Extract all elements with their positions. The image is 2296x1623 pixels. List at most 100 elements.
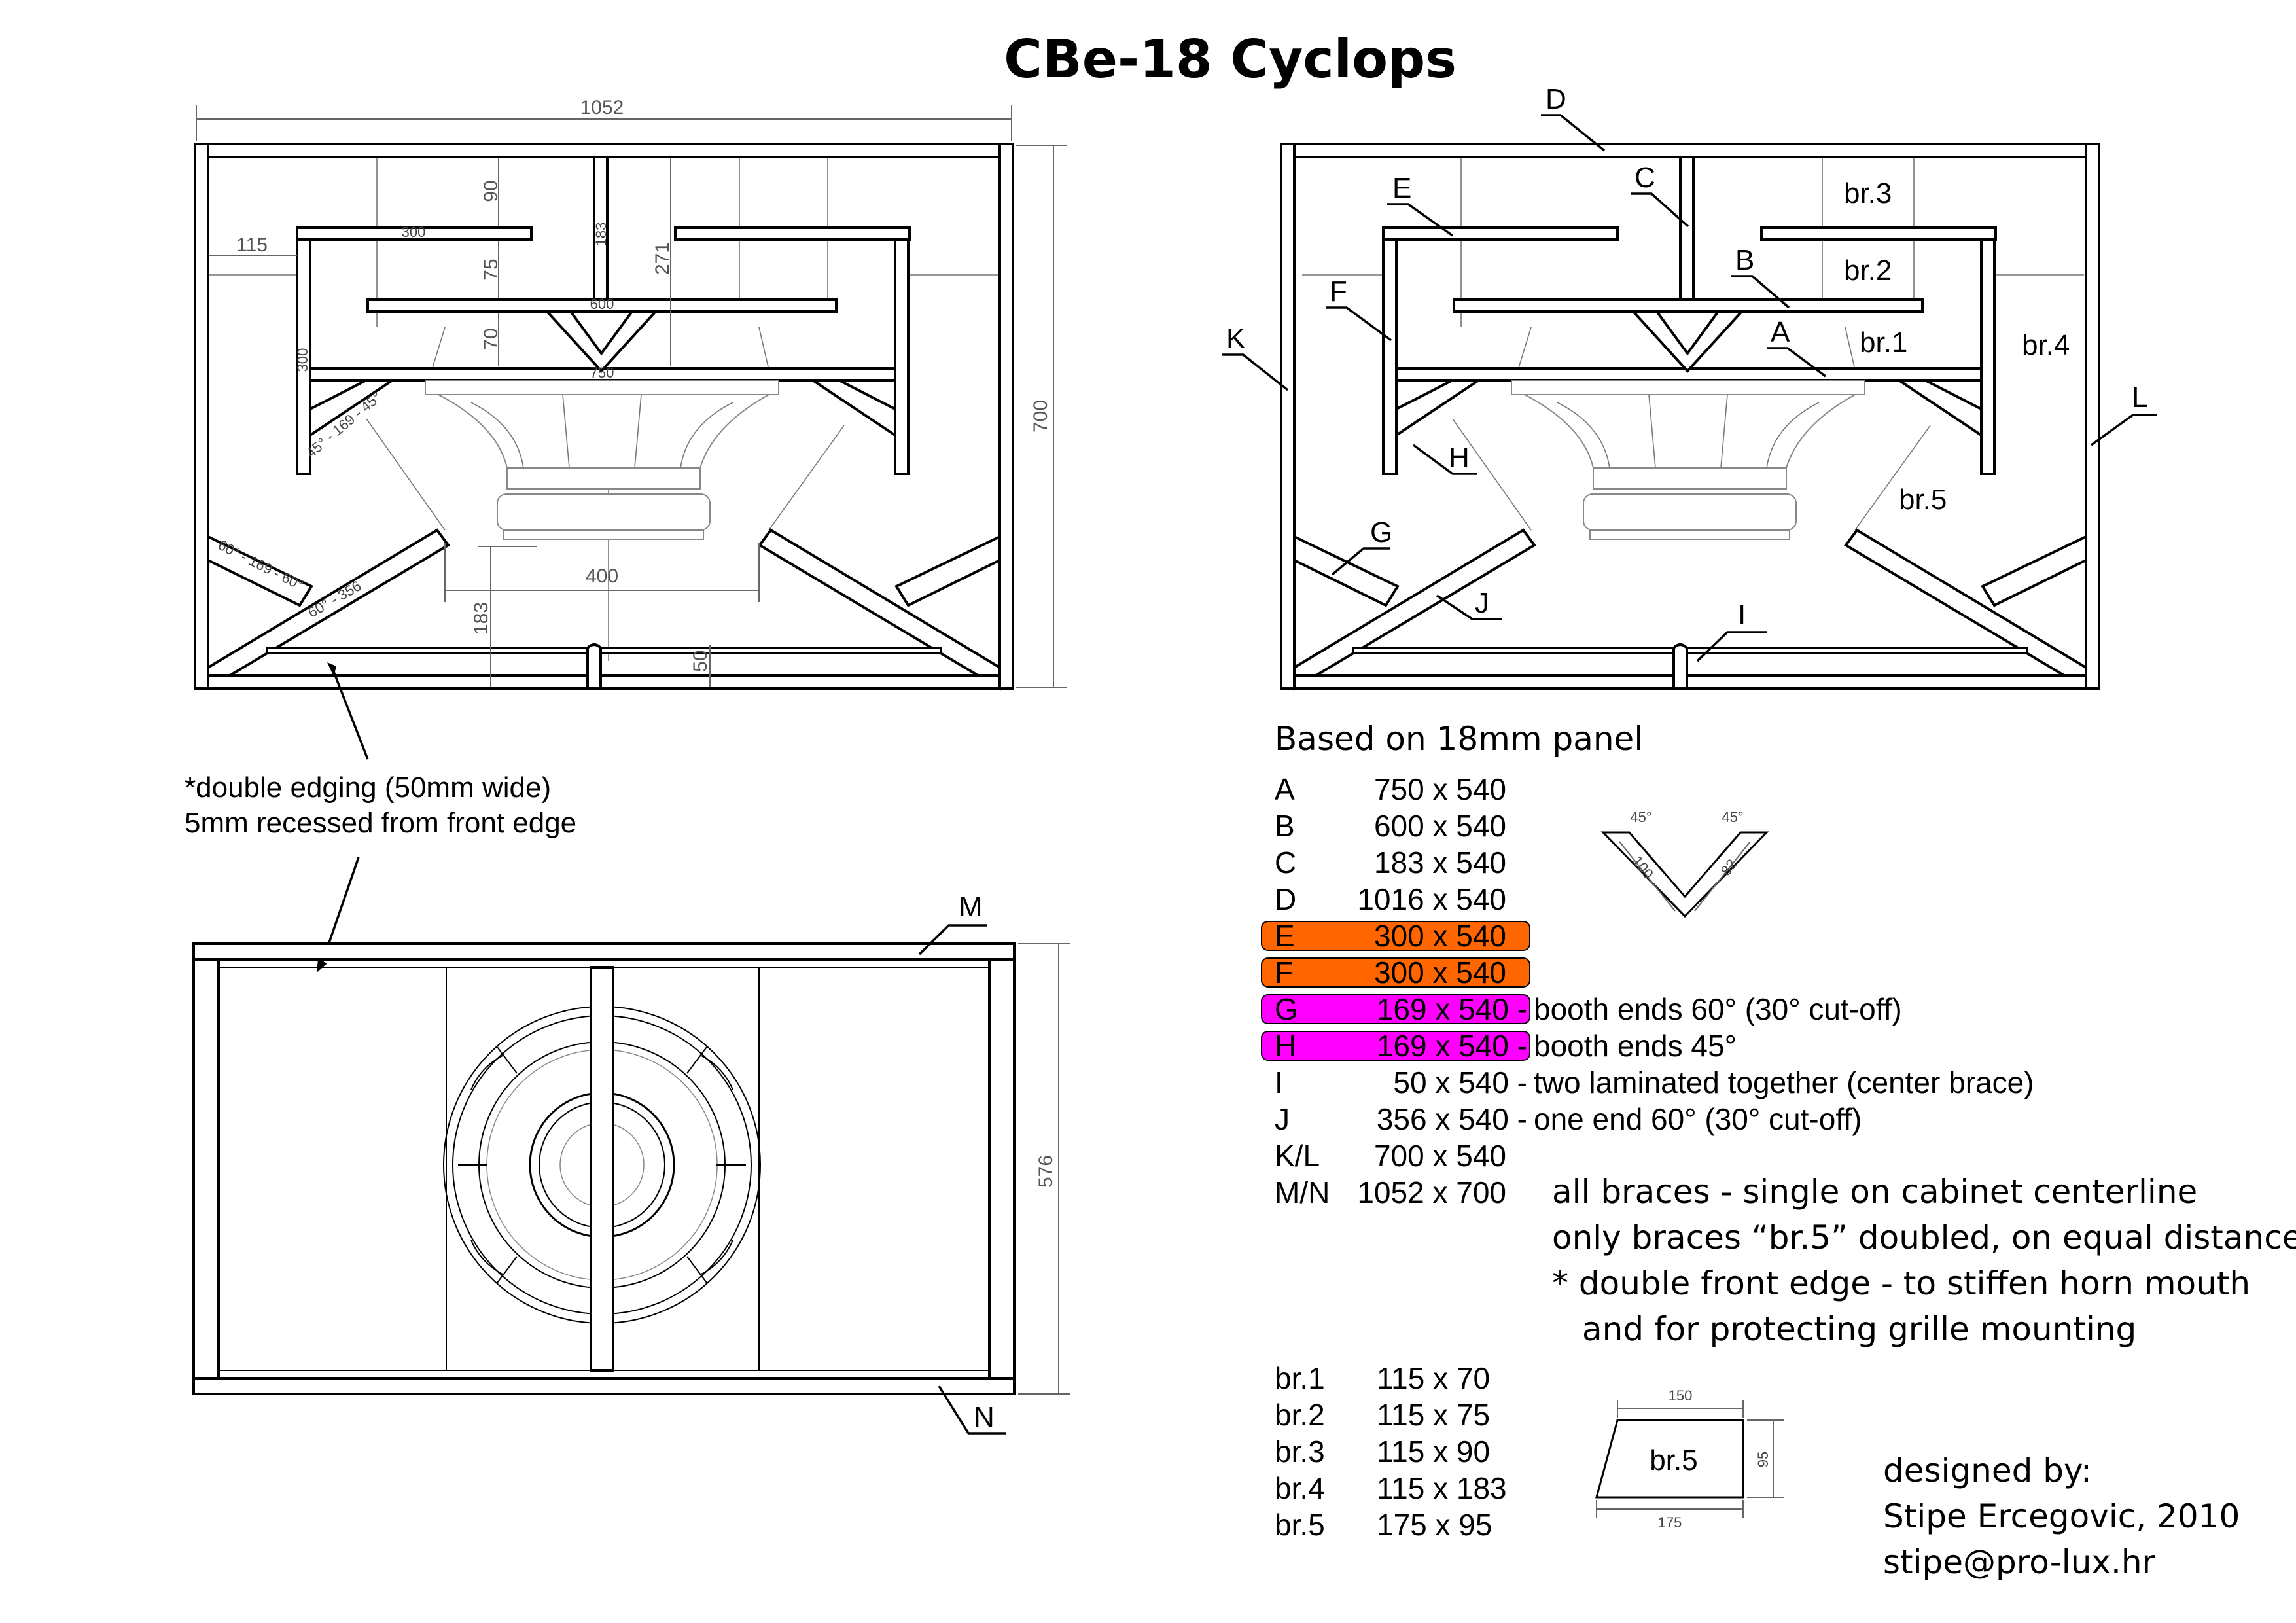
brace-note-2: only braces “br.5” doubled, on equal dis…	[1552, 1219, 2296, 1257]
svg-text:750 x 540: 750 x 540	[1374, 772, 1506, 806]
label-a: A	[1771, 316, 1790, 348]
br5-dim-bottom: 175	[1658, 1514, 1682, 1531]
svg-text:50 x 540 -: 50 x 540 -	[1393, 1065, 1527, 1099]
dim-50: 50	[690, 650, 711, 671]
driver-profile-right	[1511, 380, 1865, 540]
label-br5: br.5	[1899, 484, 1947, 516]
label-br4: br.4	[2022, 329, 2070, 361]
svg-text:br.4: br.4	[1275, 1471, 1325, 1505]
label-d: D	[1545, 83, 1566, 115]
edging-note-line-1: *double edging (50mm wide)	[185, 772, 551, 804]
svg-text:1052 x 700: 1052 x 700	[1357, 1175, 1506, 1209]
svg-text:br.5: br.5	[1275, 1508, 1325, 1542]
br5-detail: br.5 150 175 95	[1595, 1387, 1784, 1531]
brace-row: br.1 115 x 70	[1275, 1361, 1490, 1395]
part-row: K/L 700 x 540	[1275, 1139, 1506, 1173]
svg-text:G: G	[1275, 992, 1298, 1026]
highlight-e	[1261, 921, 1530, 951]
dim-width: 1052	[580, 97, 624, 118]
svg-text:J: J	[1275, 1102, 1290, 1136]
svg-text:356 x 540 -: 356 x 540 -	[1377, 1102, 1527, 1136]
credit-author: Stipe Ercegovic, 2010	[1883, 1497, 2240, 1535]
svg-text:D: D	[1275, 882, 1296, 916]
dim-front-height: 576	[1035, 1155, 1057, 1188]
br5-detail-label: br.5	[1650, 1444, 1697, 1476]
highlight-h	[1261, 1031, 1530, 1061]
svg-text:600 x 540: 600 x 540	[1374, 809, 1506, 843]
dim-183: 183	[593, 223, 609, 247]
part-row: B 600 x 540	[1275, 809, 1506, 843]
svg-text:br.1: br.1	[1275, 1361, 1325, 1395]
part-row: H 169 x 540 - booth ends 45°	[1275, 1029, 1737, 1063]
dim-90: 90	[480, 180, 502, 202]
brace-note-4: and for protecting grille mounting	[1582, 1310, 2136, 1348]
svg-text:1016 x 540: 1016 x 540	[1357, 882, 1506, 916]
brace-angle-left: 45°	[1630, 809, 1651, 825]
svg-text:115 x 70: 115 x 70	[1377, 1361, 1490, 1395]
svg-text:B: B	[1275, 809, 1295, 843]
dim-400: 400	[586, 565, 618, 587]
svg-text:115 x 90: 115 x 90	[1377, 1435, 1490, 1469]
label-h: H	[1449, 442, 1470, 474]
dim-183-low: 183	[470, 602, 492, 635]
label-i: I	[1738, 599, 1746, 631]
svg-text:booth ends 60° (30° cut-off): booth ends 60° (30° cut-off)	[1534, 992, 1902, 1026]
svg-text:300 x 540: 300 x 540	[1374, 919, 1506, 953]
svg-text:booth ends 45°: booth ends 45°	[1534, 1029, 1737, 1063]
svg-text:br.2: br.2	[1275, 1398, 1325, 1432]
svg-text:one end 60° (30° cut-off): one end 60° (30° cut-off)	[1534, 1102, 1862, 1136]
label-e: E	[1392, 172, 1411, 204]
dim-300-top: 300	[402, 224, 426, 240]
brace-note-1: all braces - single on cabinet centerlin…	[1552, 1173, 2197, 1211]
svg-text:M/N: M/N	[1275, 1175, 1330, 1209]
labeled-view: D E C B A F K L H G J I br.3 br.2 br.1 b…	[1222, 83, 2157, 691]
brace-row: br.5 175 x 95	[1275, 1508, 1492, 1542]
part-row: J 356 x 540 - one end 60° (30° cut-off)	[1275, 1102, 1862, 1136]
br5-dim-height: 95	[1755, 1452, 1771, 1467]
label-m: M	[959, 891, 983, 923]
label-b: B	[1735, 244, 1754, 276]
dim-600: 600	[590, 296, 614, 312]
side-view: 1052 700 700	[192, 97, 1067, 972]
highlight-f	[1261, 957, 1530, 988]
parts-list: A 750 x 540 B 600 x 540 C 183 x 540 D 10…	[1261, 772, 2034, 1209]
svg-text:700 x 540: 700 x 540	[1374, 1139, 1506, 1173]
svg-text:169 x 540 -: 169 x 540 -	[1377, 1029, 1527, 1063]
front-view: 576 M N	[192, 891, 1070, 1435]
svg-text:F: F	[1275, 955, 1293, 990]
part-row: F 300 x 540	[1275, 955, 1506, 990]
dim-height: 700	[1030, 400, 1051, 433]
credit-email: stipe@pro-lux.hr	[1883, 1543, 2156, 1581]
label-c: C	[1634, 162, 1655, 194]
svg-text:K/L: K/L	[1275, 1139, 1320, 1173]
dim-300-side: 300	[294, 348, 311, 372]
brace-row: br.3 115 x 90	[1275, 1435, 1490, 1469]
label-br1: br.1	[1860, 327, 1907, 359]
svg-text:175 x 95: 175 x 95	[1377, 1508, 1492, 1542]
label-j: J	[1475, 587, 1489, 619]
brace-row: br.4 115 x 183	[1275, 1471, 1507, 1505]
dim-75: 75	[480, 259, 502, 280]
brace-angle-right: 45°	[1722, 809, 1743, 825]
braces-list: br.1 115 x 70 br.2 115 x 75 br.3 115 x 9…	[1275, 1361, 1507, 1542]
part-row: A 750 x 540	[1275, 772, 1506, 806]
svg-text:169 x 540 -: 169 x 540 -	[1377, 992, 1527, 1026]
dim-115: 115	[236, 234, 268, 256]
br5-dim-top: 150	[1669, 1387, 1693, 1404]
svg-text:C: C	[1275, 846, 1296, 880]
svg-text:115 x 183: 115 x 183	[1377, 1471, 1507, 1505]
label-l: L	[2132, 382, 2147, 414]
brace-note-3: * double front edge - to stiffen horn mo…	[1552, 1264, 2250, 1302]
svg-text:300 x 540: 300 x 540	[1374, 955, 1506, 990]
label-k: K	[1226, 323, 1245, 355]
v-brace-detail: 45° 45° 100 82	[1600, 809, 1769, 918]
svg-text:183 x 540: 183 x 540	[1374, 846, 1506, 880]
part-row: G 169 x 540 - booth ends 60° (30° cut-of…	[1275, 992, 1902, 1026]
brace-row: br.2 115 x 75	[1275, 1398, 1490, 1432]
label-f: F	[1330, 276, 1347, 308]
part-row: I 50 x 540 - two laminated together (cen…	[1275, 1065, 2034, 1099]
label-g: G	[1370, 516, 1392, 548]
svg-text:br.3: br.3	[1275, 1435, 1325, 1469]
dim-271: 271	[652, 242, 673, 275]
